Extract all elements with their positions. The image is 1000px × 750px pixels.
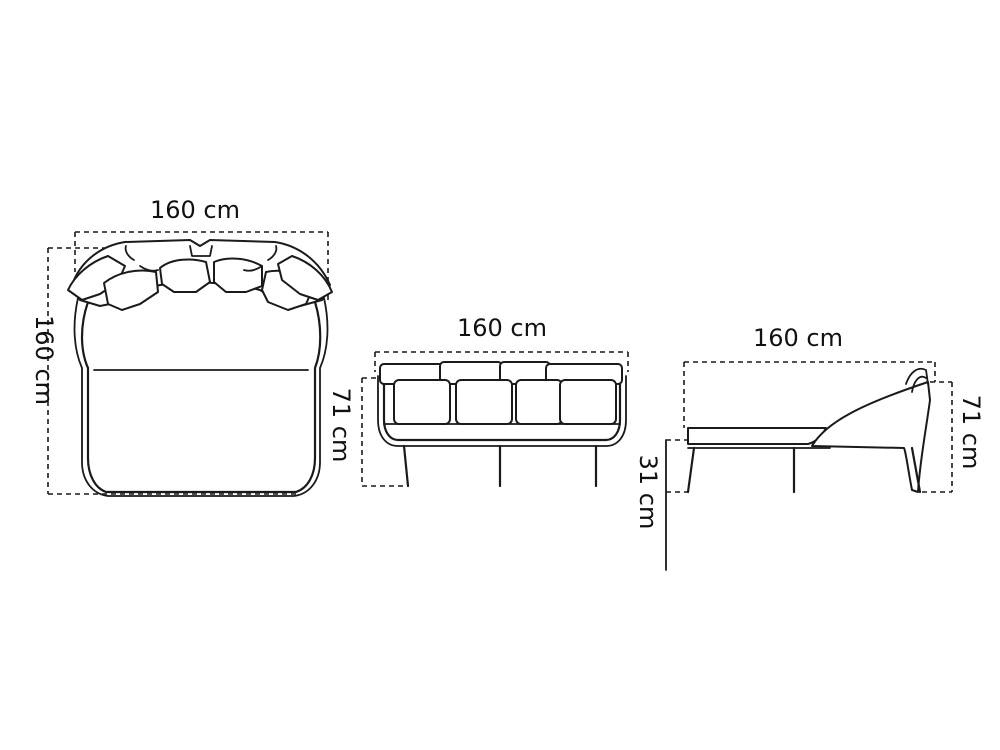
- top-view-depth-dimension: [47, 247, 300, 495]
- side-view: 160 cm 71 cm 31 cm: [634, 324, 985, 571]
- front-view-height-label: 71 cm: [327, 388, 355, 463]
- side-view-height-label: 71 cm: [957, 395, 985, 470]
- top-view: 160 cm 160 cm: [30, 196, 333, 497]
- top-view-width-label: 160 cm: [150, 196, 240, 224]
- front-view-legs: [402, 444, 598, 488]
- side-view-depth-label: 160 cm: [753, 324, 843, 352]
- front-view-width-label: 160 cm: [457, 314, 547, 342]
- side-view-depth-dimension: [683, 361, 936, 428]
- front-view: 160 cm 71 cm: [327, 314, 629, 488]
- top-view-cushions: [67, 239, 333, 311]
- top-view-frame: [73, 297, 329, 497]
- side-view-backrest: [811, 367, 931, 493]
- side-view-seat-height-dimension: [665, 439, 690, 571]
- side-view-height-dimension: [922, 381, 953, 493]
- front-view-front-cushions: [393, 379, 617, 425]
- side-view-legs: [686, 446, 922, 494]
- side-view-seat: [687, 427, 831, 449]
- front-view-width-dimension: [374, 351, 629, 372]
- top-view-depth-label: 160 cm: [30, 315, 58, 405]
- side-view-seat-height-label: 31 cm: [634, 455, 662, 530]
